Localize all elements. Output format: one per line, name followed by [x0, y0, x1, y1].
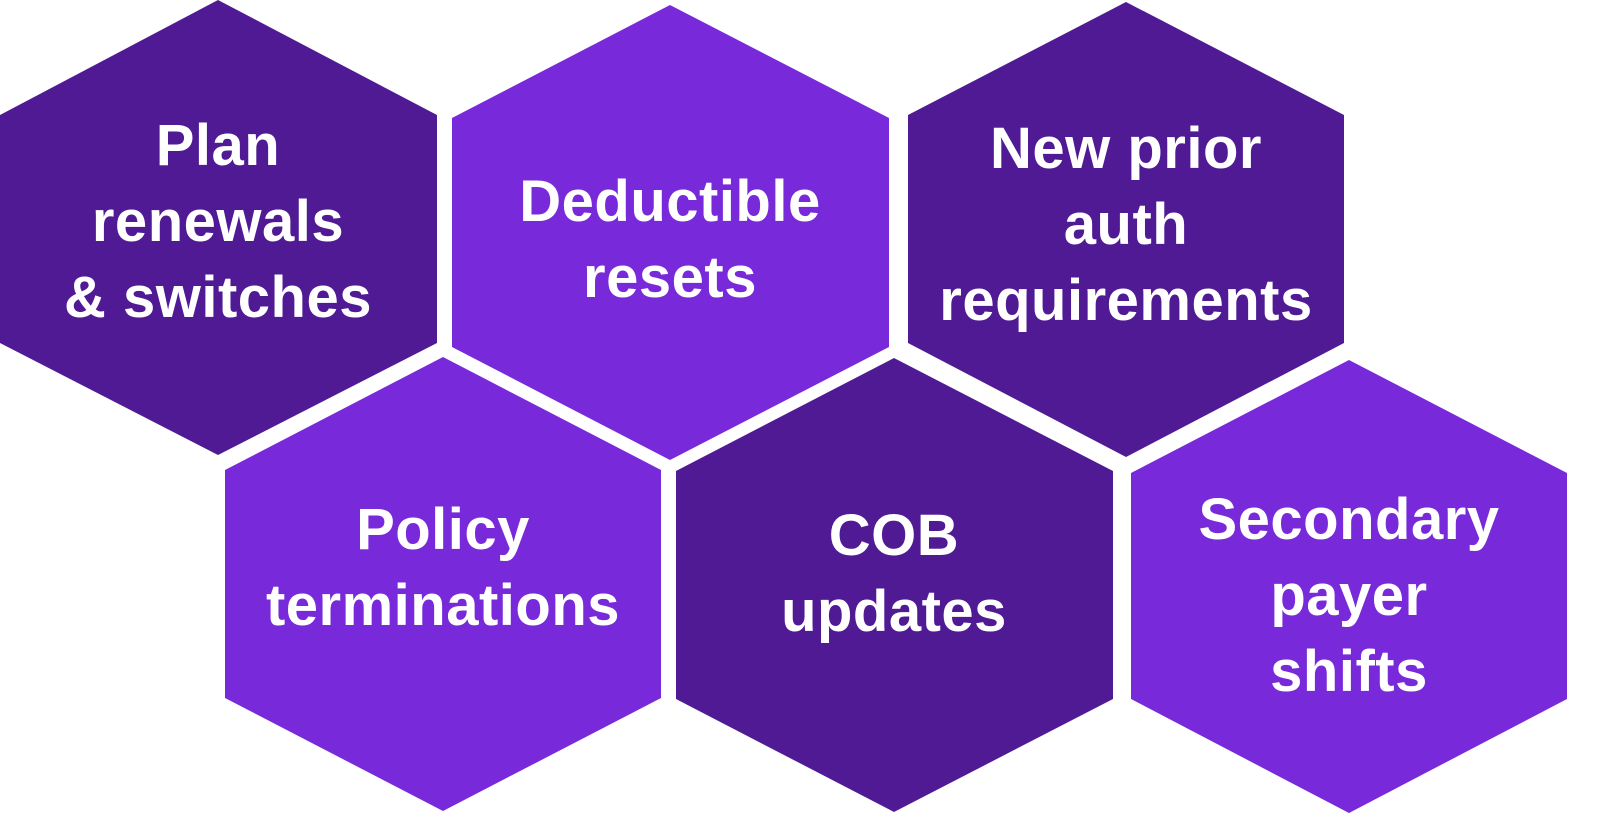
label-line: updates	[781, 579, 1007, 644]
label-line: payer	[1270, 563, 1428, 628]
hexagon-secondary-payer	[1131, 360, 1567, 813]
label-line: resets	[583, 245, 757, 310]
hexagon-plan-renewals	[0, 0, 437, 455]
label-line: COB	[828, 503, 960, 568]
label-line: Secondary	[1198, 487, 1500, 552]
label-line: renewals	[91, 189, 345, 254]
label-line: shifts	[1270, 639, 1428, 704]
hexagon-prior-auth	[908, 2, 1344, 457]
label-line: Deductible	[519, 169, 821, 234]
hexagon-cob-updates	[676, 358, 1113, 812]
hexagon-label: New prior auth requirements	[939, 111, 1312, 339]
hexagon-label: Deductible resets	[519, 164, 821, 316]
hexagon-label: Plan renewals & switches	[64, 108, 372, 336]
label-line: New prior	[990, 116, 1262, 181]
hexagon-deductible-resets	[452, 5, 889, 460]
label-line: auth	[1063, 192, 1189, 257]
label-line: & switches	[64, 265, 372, 330]
hexagon-label: Policy terminations	[266, 492, 620, 644]
hexagon-policy-terminations	[225, 357, 661, 811]
hexagon-label: COB updates	[781, 498, 1007, 650]
label-line: Policy	[356, 497, 530, 562]
label-line: Plan	[155, 113, 281, 178]
label-line: terminations	[265, 573, 621, 638]
label-line: requirements	[939, 268, 1313, 333]
hexagon-label: Secondary payer shifts	[1198, 482, 1499, 710]
